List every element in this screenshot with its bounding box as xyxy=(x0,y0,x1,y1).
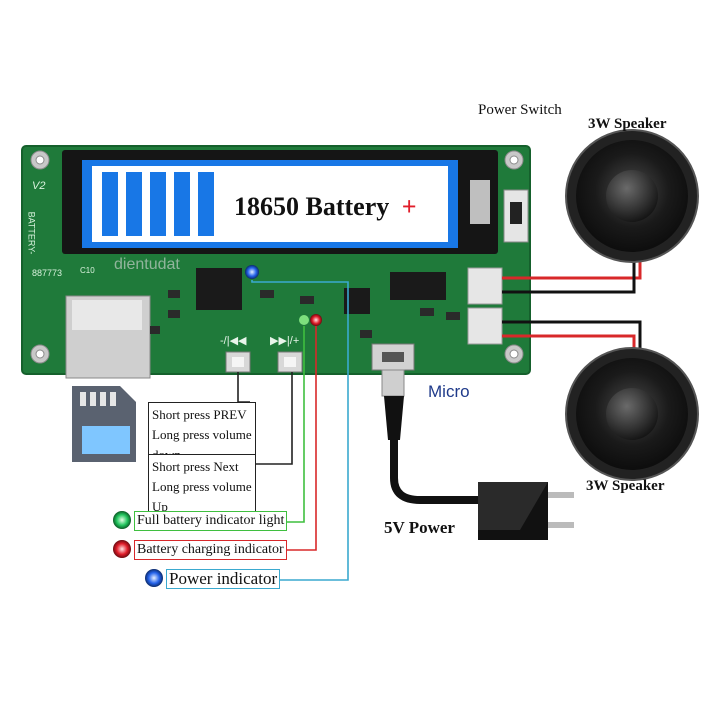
full-battery-indicator-label: Full battery indicator light xyxy=(134,511,288,531)
power-led-icon xyxy=(145,569,163,587)
speaker-connector xyxy=(467,307,503,345)
speaker-bottom-label: 3W Speaker xyxy=(586,478,665,494)
next-button[interactable] xyxy=(277,351,303,373)
power-led xyxy=(245,265,259,279)
charging-indicator-label: Battery charging indicator xyxy=(134,540,287,560)
prev-button[interactable] xyxy=(225,351,251,373)
battery-plus-sign: + xyxy=(401,192,417,221)
power-switch[interactable] xyxy=(503,189,529,243)
power-indicator-label: Power indicator xyxy=(166,569,281,589)
charging-led-icon xyxy=(113,540,131,558)
power-adapter xyxy=(478,482,574,540)
sd-card-icon xyxy=(72,386,136,462)
full-battery-led-icon xyxy=(113,511,131,529)
ic-chip xyxy=(390,272,446,300)
next-button-callout: Short press Next Long press volume Up xyxy=(148,454,256,520)
board-serial: 887773 xyxy=(32,268,63,278)
charging-led xyxy=(310,314,322,326)
board-version-mark: V2 xyxy=(32,180,46,192)
speaker-connector xyxy=(467,267,503,305)
next-callout-line2: Long press volume Up xyxy=(152,479,252,514)
prev-symbol: -/|◀◀ xyxy=(220,335,247,347)
prev-callout-line1: Short press PREV xyxy=(152,407,247,422)
battery-level-bars xyxy=(102,172,214,236)
battery-side-label: BATTERY- xyxy=(26,211,37,255)
full-battery-led xyxy=(299,315,309,325)
next-callout-line1: Short press Next xyxy=(152,459,239,474)
speaker-bottom xyxy=(565,347,699,481)
mounting-holes xyxy=(30,150,524,364)
ic-chip xyxy=(196,268,242,310)
speaker-top-label: 3W Speaker xyxy=(588,116,667,132)
usb-cable xyxy=(381,369,480,504)
cap-label: C10 xyxy=(80,266,95,275)
micro-label: Micro xyxy=(428,382,470,401)
battery-label-text: 18650 Battery xyxy=(234,192,390,221)
power-switch-label: Power Switch xyxy=(478,102,562,118)
next-symbol: ▶▶|/+ xyxy=(270,335,300,347)
watermark: dientudat xyxy=(114,256,180,273)
sd-card-slot xyxy=(65,295,151,379)
speaker-wires xyxy=(502,260,642,352)
battery-label: 18650 Battery + xyxy=(234,192,417,222)
pcb-board xyxy=(21,145,531,379)
five-v-power-label: 5V Power xyxy=(384,518,455,537)
speaker-top xyxy=(565,129,699,263)
